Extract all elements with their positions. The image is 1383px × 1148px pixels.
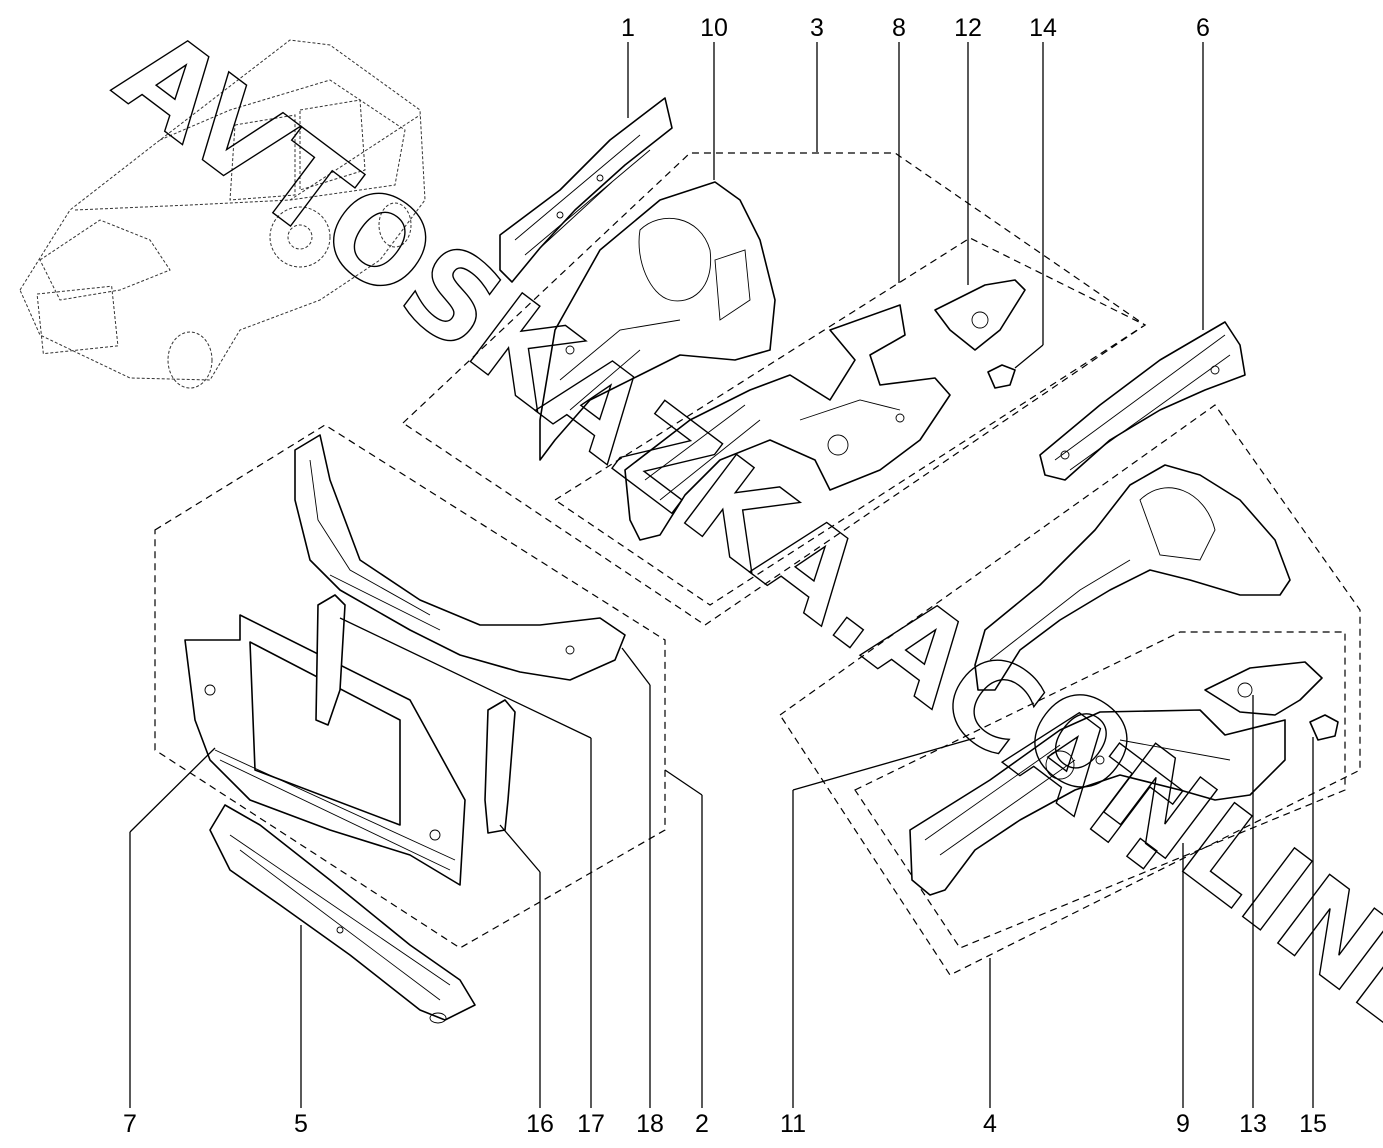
callout-7: 7 (123, 1110, 137, 1138)
part-7-front-panel (184, 614, 466, 886)
callout-6: 6 (1196, 14, 1210, 42)
part-6-upper-rail (1039, 321, 1246, 481)
callout-2: 2 (695, 1110, 709, 1138)
callout-17: 17 (577, 1110, 605, 1138)
part-10-wheel-arch (539, 181, 776, 461)
group-9-boundary (854, 631, 1346, 949)
callout-4: 4 (983, 1110, 997, 1138)
leader-lines (129, 42, 1314, 1108)
callout-18: 18 (636, 1110, 664, 1138)
part-8-lower-rail (624, 304, 951, 541)
part-17-post (315, 594, 346, 726)
group-2-boundary (154, 424, 666, 949)
group-4-boundary (779, 404, 1361, 976)
callout-10: 10 (700, 14, 728, 42)
part-16-post (484, 699, 516, 834)
group-8-boundary (553, 237, 1147, 606)
callout-13: 13 (1239, 1110, 1267, 1138)
part-15-clip (1309, 714, 1339, 741)
callout-labels: 1 10 3 8 12 14 6 7 5 16 17 18 2 11 4 9 1… (123, 14, 1327, 1138)
callout-9: 9 (1176, 1110, 1190, 1138)
part-9-lower-rail (909, 709, 1286, 896)
callout-12: 12 (954, 14, 982, 42)
vehicle-thumbnail (19, 39, 426, 389)
part-18-crossmember (294, 434, 626, 681)
part-1-upper-rail (499, 97, 673, 283)
group-3-boundary (402, 152, 1147, 626)
callout-14: 14 (1029, 14, 1057, 42)
part-11-wheel-arch (974, 464, 1291, 691)
part-5-crossbar (209, 804, 476, 1024)
callout-11: 11 (780, 1110, 806, 1138)
callout-3: 3 (810, 14, 824, 42)
part-14-clip (987, 364, 1016, 389)
callout-5: 5 (294, 1110, 308, 1138)
callout-16: 16 (526, 1110, 554, 1138)
callout-15: 15 (1299, 1110, 1327, 1138)
part-12-bracket (934, 279, 1026, 351)
callout-8: 8 (892, 14, 906, 42)
part-13-bracket (1204, 661, 1323, 716)
callout-1: 1 (621, 14, 635, 42)
